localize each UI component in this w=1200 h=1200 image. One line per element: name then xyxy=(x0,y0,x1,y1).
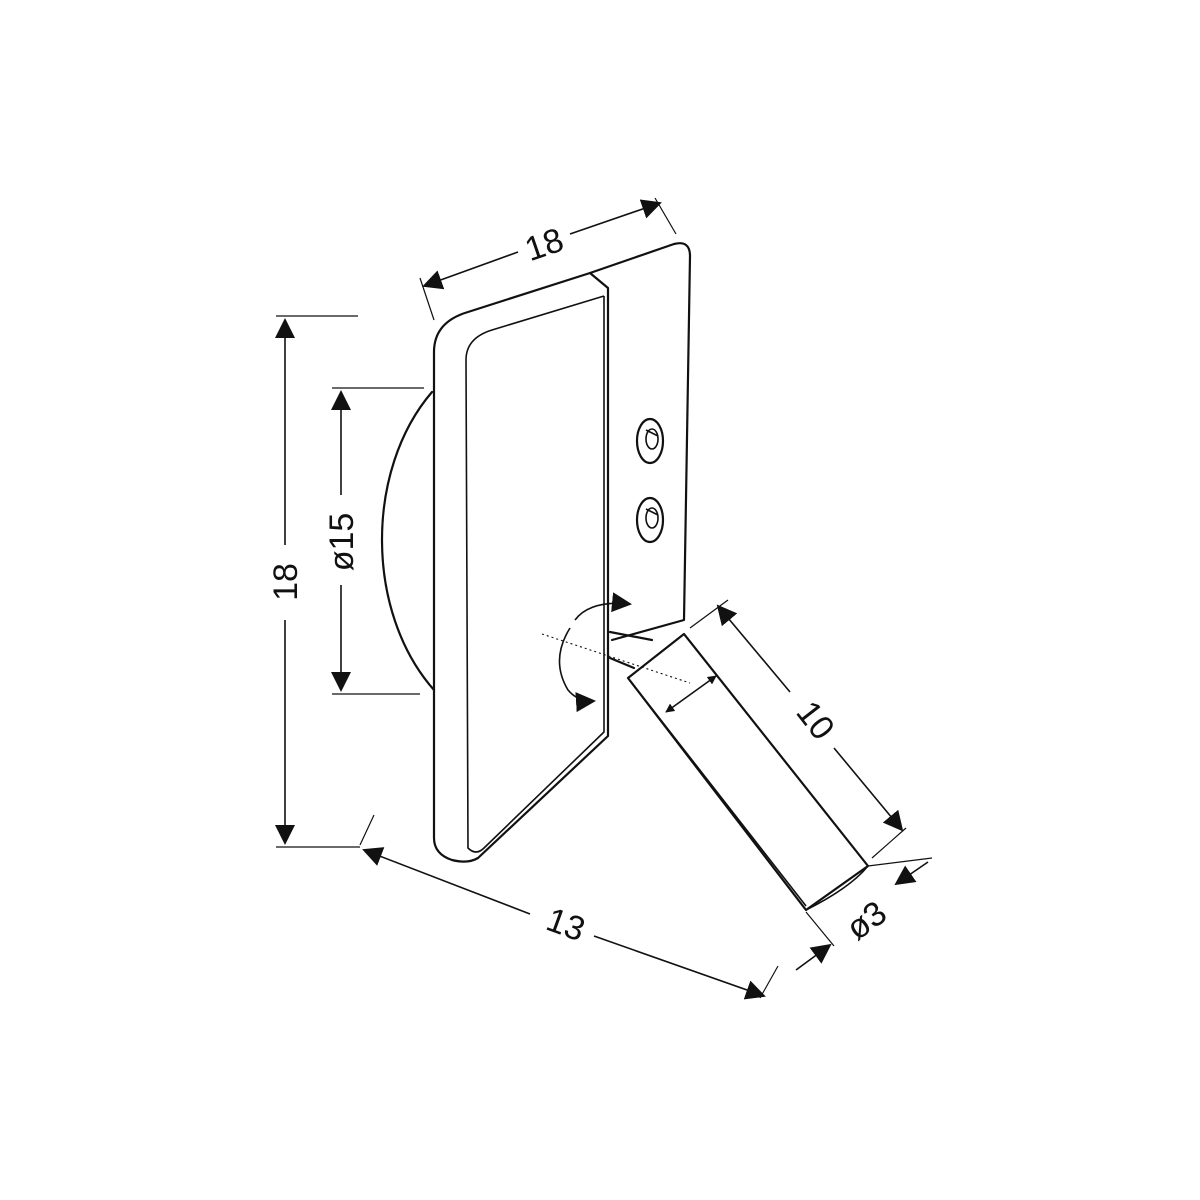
lamp-body xyxy=(381,242,870,912)
push-button-switch-icon xyxy=(635,417,665,465)
dim-label-depth: 13 xyxy=(541,901,590,950)
dim-arm-tilt xyxy=(665,675,717,713)
dim-label-top-width: 18 xyxy=(520,221,568,269)
dim-label-canopy-diameter: ø15 xyxy=(323,513,361,572)
dim-total-height: 18 xyxy=(267,315,360,848)
rotation-arrow-icon xyxy=(541,592,691,713)
dim-depth: 13 xyxy=(359,814,779,1000)
dim-arm-diameter: ø3 xyxy=(795,857,933,971)
push-button-switch-icon xyxy=(635,496,665,544)
arm-neck xyxy=(608,630,654,670)
reading-arm xyxy=(626,632,870,912)
dim-arm-length: 10 xyxy=(689,599,907,859)
dim-label-arm-length: 10 xyxy=(789,694,842,747)
dim-label-total-height: 18 xyxy=(267,563,305,601)
dim-label-arm-diameter: ø3 xyxy=(839,894,893,948)
front-panel-outer xyxy=(432,271,610,863)
front-panel-inner xyxy=(465,295,605,853)
dim-canopy-diameter: ø15 xyxy=(323,387,424,695)
dim-top-width: 18 xyxy=(419,197,677,321)
back-plate xyxy=(588,242,692,642)
canopy-dome xyxy=(381,390,436,692)
